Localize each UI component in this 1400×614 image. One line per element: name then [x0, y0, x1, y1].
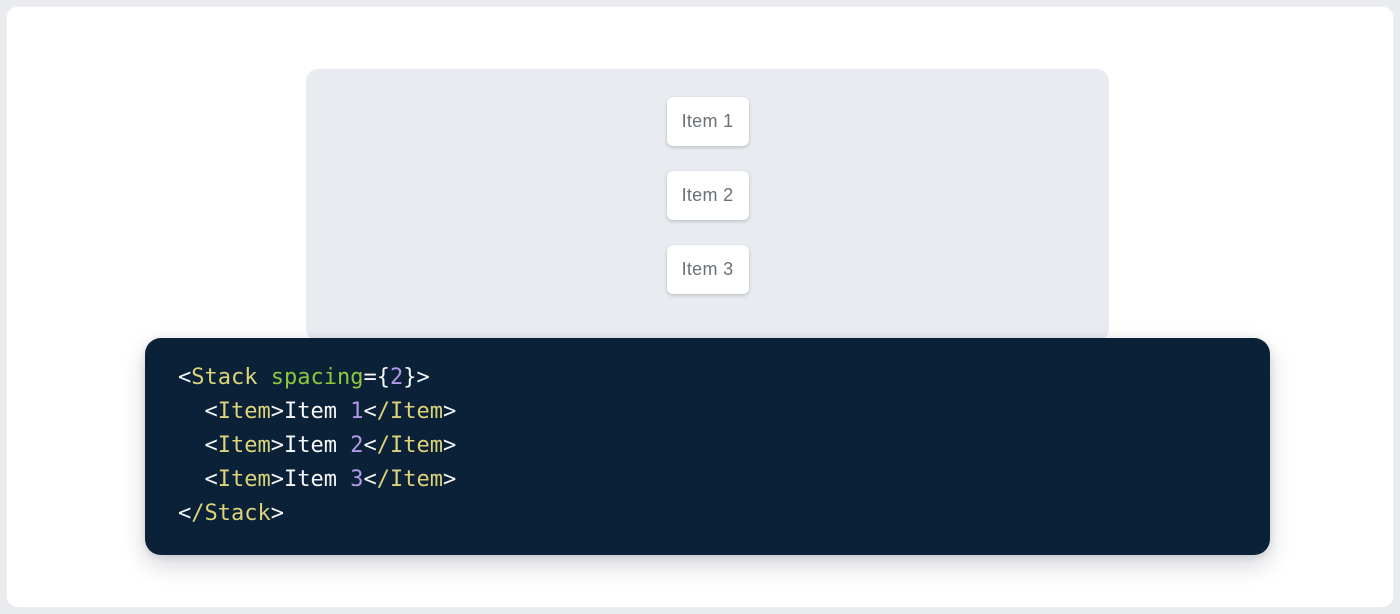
- code-token-punc: >: [270, 501, 284, 526]
- code-token-punc: >: [270, 399, 284, 424]
- code-token-punc: >: [442, 433, 457, 458]
- code-token-punc: <: [204, 467, 218, 492]
- code-token-plain: [178, 399, 205, 424]
- code-token-plain: [178, 433, 205, 458]
- code-token-num: 2: [389, 365, 404, 390]
- page-card: Item 1 Item 2 Item 3 <Stack spacing={2}>…: [6, 6, 1394, 608]
- code-token-tag: /Item: [376, 399, 443, 424]
- code-token-num: 3: [350, 467, 364, 492]
- code-token-tag: Item: [217, 399, 271, 424]
- code-token-punc: {: [376, 365, 390, 390]
- code-token-tag: /Item: [376, 433, 443, 458]
- stack-item-card: Item 3: [666, 245, 749, 294]
- code-token-attr: spacing: [270, 365, 364, 390]
- code-token-punc: <: [363, 399, 377, 424]
- code-token-punc: <: [178, 501, 192, 526]
- code-line: <Stack spacing={2}>: [178, 361, 1237, 395]
- code-token-punc: <: [363, 467, 377, 492]
- code-token-plain: Item: [283, 467, 351, 492]
- code-token-tag: Stack: [191, 365, 258, 390]
- stack-demo-panel: Item 1 Item 2 Item 3: [306, 69, 1109, 341]
- code-token-plain: [257, 365, 270, 390]
- code-token-punc: <: [204, 399, 218, 424]
- code-token-plain: [178, 467, 205, 492]
- code-token-tag: Item: [217, 433, 271, 458]
- stack-item-card: Item 2: [666, 171, 749, 220]
- code-token-num: 1: [350, 399, 364, 424]
- code-token-punc: >: [442, 467, 457, 492]
- code-line: <Item>Item 1</Item>: [178, 395, 1237, 429]
- code-lines: <Stack spacing={2}> <Item>Item 1</Item> …: [178, 361, 1237, 531]
- code-token-punc: >: [270, 433, 284, 458]
- code-token-tag: /Stack: [191, 501, 271, 526]
- code-token-punc: >: [270, 467, 284, 492]
- code-line: </Stack>: [178, 497, 1237, 531]
- code-token-plain: Item: [283, 433, 351, 458]
- code-token-punc: <: [363, 433, 377, 458]
- code-token-num: 2: [350, 433, 364, 458]
- stack-item-label: Item 1: [681, 111, 734, 131]
- code-token-punc: <: [204, 433, 218, 458]
- code-line: <Item>Item 2</Item>: [178, 429, 1237, 463]
- stack-item-label: Item 3: [681, 259, 734, 279]
- code-token-punc: >: [416, 365, 430, 390]
- code-block: <Stack spacing={2}> <Item>Item 1</Item> …: [145, 338, 1270, 555]
- code-token-punc: <: [178, 365, 192, 390]
- code-token-punc: >: [442, 399, 457, 424]
- code-token-punc: =: [363, 365, 377, 390]
- code-line: <Item>Item 3</Item>: [178, 463, 1237, 497]
- code-token-tag: /Item: [376, 467, 443, 492]
- stack-item-label: Item 2: [681, 185, 734, 205]
- stack-item-card: Item 1: [666, 97, 749, 146]
- code-token-punc: }: [403, 365, 417, 390]
- code-token-plain: Item: [283, 399, 351, 424]
- code-token-tag: Item: [217, 467, 271, 492]
